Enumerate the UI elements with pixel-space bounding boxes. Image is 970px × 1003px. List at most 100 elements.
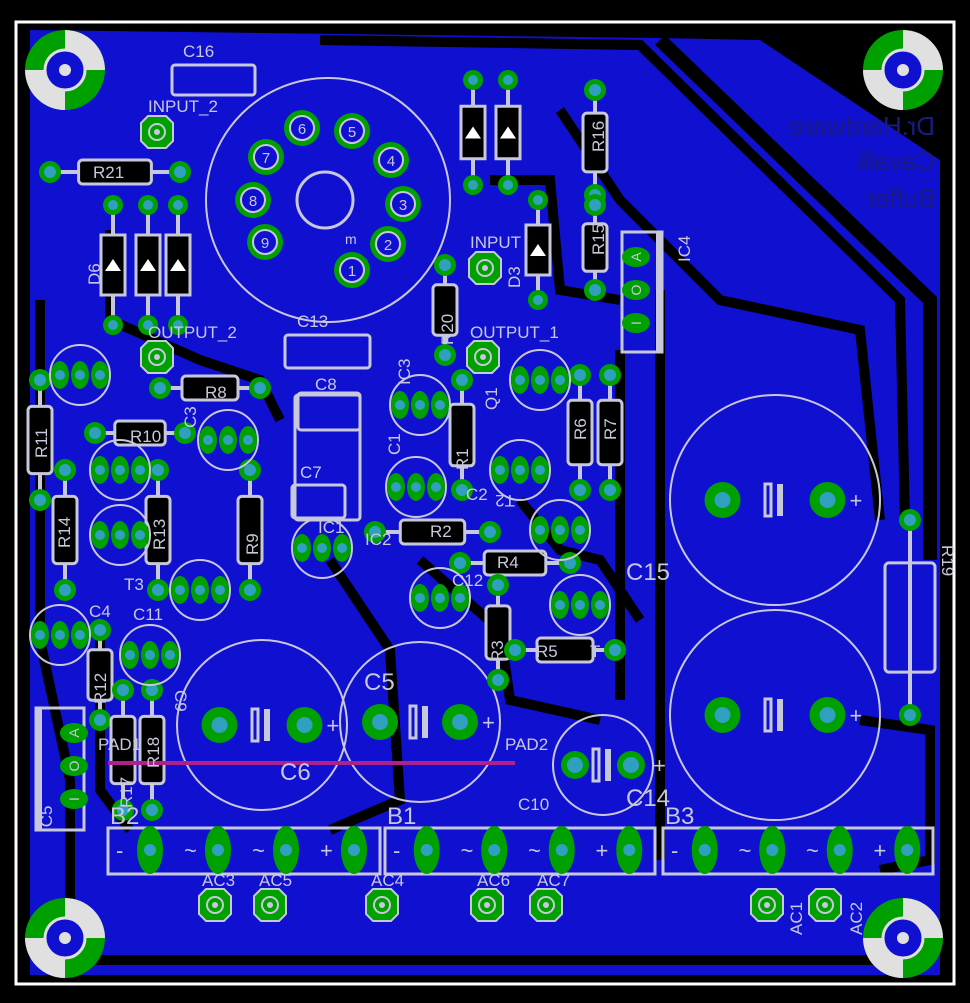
title-line-3: Buffer bbox=[866, 183, 935, 213]
socket-pin-number: 1 bbox=[348, 263, 356, 280]
test-pad[interactable] bbox=[365, 888, 399, 922]
bridge-rectifier: -~~+ bbox=[383, 826, 657, 876]
test-pad[interactable] bbox=[468, 251, 502, 285]
test-pad[interactable] bbox=[529, 888, 563, 922]
socket-pin: 8 bbox=[235, 182, 271, 218]
label-c2: C2 bbox=[466, 485, 488, 504]
test-pad[interactable] bbox=[750, 888, 784, 922]
bridge-pin-symbol: - bbox=[671, 838, 678, 863]
label-r3: R3 bbox=[488, 640, 507, 662]
label-ac5: AC5 bbox=[259, 871, 292, 890]
label-r19: R19 bbox=[938, 545, 957, 576]
label-c13: C13 bbox=[297, 312, 328, 331]
label-r16: R16 bbox=[589, 121, 608, 152]
transistor bbox=[409, 567, 471, 629]
test-pad[interactable] bbox=[140, 115, 174, 149]
voltage-regulator: AOI bbox=[34, 706, 88, 832]
socket-pin-number: 9 bbox=[261, 235, 269, 252]
voltage-regulator: AOI bbox=[620, 230, 664, 354]
label-r10: R10 bbox=[130, 427, 161, 446]
transistor bbox=[529, 499, 591, 561]
test-pad[interactable] bbox=[198, 888, 232, 922]
resistor bbox=[883, 509, 937, 726]
diode bbox=[164, 195, 192, 335]
bridge-pin-symbol: + bbox=[320, 838, 333, 863]
socket-pin: 5 bbox=[334, 113, 370, 149]
electrolytic-capacitor: + bbox=[552, 714, 666, 816]
resistor bbox=[236, 459, 264, 601]
board-outline bbox=[14, 20, 956, 986]
film-capacitor bbox=[293, 393, 362, 522]
label-r4: R4 bbox=[497, 553, 519, 572]
label-t3: T3 bbox=[124, 575, 144, 594]
bridge-pin-symbol: - bbox=[116, 838, 123, 863]
transistor bbox=[89, 504, 151, 566]
bridge-pin-symbol: ~ bbox=[184, 838, 197, 863]
label-q1: Q1 bbox=[482, 387, 501, 410]
transistor bbox=[549, 574, 611, 636]
transistor bbox=[389, 374, 451, 436]
regulator-pin-label: A bbox=[628, 252, 644, 262]
label-c15: C15 bbox=[626, 559, 670, 586]
label-r6: R6 bbox=[571, 418, 590, 440]
test-pad[interactable] bbox=[466, 340, 500, 374]
label-c8: C8 bbox=[315, 375, 337, 394]
bridge-pin-symbol: + bbox=[874, 838, 887, 863]
label-b3: B3 bbox=[665, 803, 694, 830]
test-pad[interactable] bbox=[470, 888, 504, 922]
regulator-pin-label: I bbox=[628, 321, 644, 325]
title-line-1: Dr.Hardware bbox=[789, 111, 935, 141]
label-output-1: OUTPUT_1 bbox=[470, 323, 559, 342]
plus-mark: + bbox=[327, 713, 340, 738]
resistor bbox=[449, 549, 581, 577]
transistor bbox=[291, 517, 353, 579]
resistor bbox=[581, 79, 609, 206]
film-capacitor bbox=[170, 63, 257, 97]
resistor bbox=[149, 374, 271, 402]
resistor bbox=[109, 679, 137, 821]
electrolytic-capacitor: + bbox=[669, 609, 881, 821]
plus-mark: + bbox=[653, 753, 666, 778]
label-ac6: AC6 bbox=[477, 871, 510, 890]
label-ac7: AC7 bbox=[537, 871, 570, 890]
film-capacitor bbox=[283, 333, 372, 370]
transistor bbox=[49, 344, 111, 406]
label-r2: R2 bbox=[430, 522, 452, 541]
socket-pin: 6 bbox=[284, 110, 320, 146]
transistor bbox=[29, 604, 91, 666]
diode bbox=[99, 195, 127, 335]
transistor bbox=[385, 456, 447, 518]
label-ic5: IC5 bbox=[37, 806, 56, 832]
socket-pin: 3 bbox=[385, 186, 421, 222]
label-input: INPUT bbox=[470, 233, 521, 252]
test-pad[interactable] bbox=[808, 888, 842, 922]
resistor bbox=[138, 679, 166, 821]
label-c1: C1 bbox=[385, 433, 404, 455]
resistor bbox=[581, 194, 609, 301]
socket-pin: 2 bbox=[370, 226, 406, 262]
label-ac4: AC4 bbox=[371, 871, 404, 890]
resistor bbox=[84, 419, 196, 447]
bridge-pin-symbol: ~ bbox=[806, 838, 819, 863]
electrolytic-capacitor: + bbox=[176, 639, 348, 811]
label-pad2: PAD2 bbox=[505, 735, 548, 754]
label-r11: R11 bbox=[32, 428, 51, 458]
test-pad[interactable] bbox=[253, 888, 287, 922]
resistor bbox=[364, 518, 501, 546]
resistor bbox=[26, 369, 54, 511]
socket-pin: 4 bbox=[373, 142, 409, 178]
bridge-pin-symbol: - bbox=[393, 838, 400, 863]
socket-pin-number: 4 bbox=[387, 153, 395, 170]
label-r21: R21 bbox=[93, 163, 124, 182]
label-c4: C4 bbox=[89, 602, 111, 621]
test-pad[interactable] bbox=[140, 340, 174, 374]
label-ic2: IC2 bbox=[365, 530, 391, 549]
bridge-pin-symbol: ~ bbox=[739, 838, 752, 863]
mirrored-title: Dr.Hardware Cavalli Buffer bbox=[789, 111, 935, 213]
label-input-2: INPUT_2 bbox=[148, 97, 218, 116]
label-c6: C6 bbox=[280, 759, 311, 786]
bridge-pin-symbol: ~ bbox=[528, 838, 541, 863]
